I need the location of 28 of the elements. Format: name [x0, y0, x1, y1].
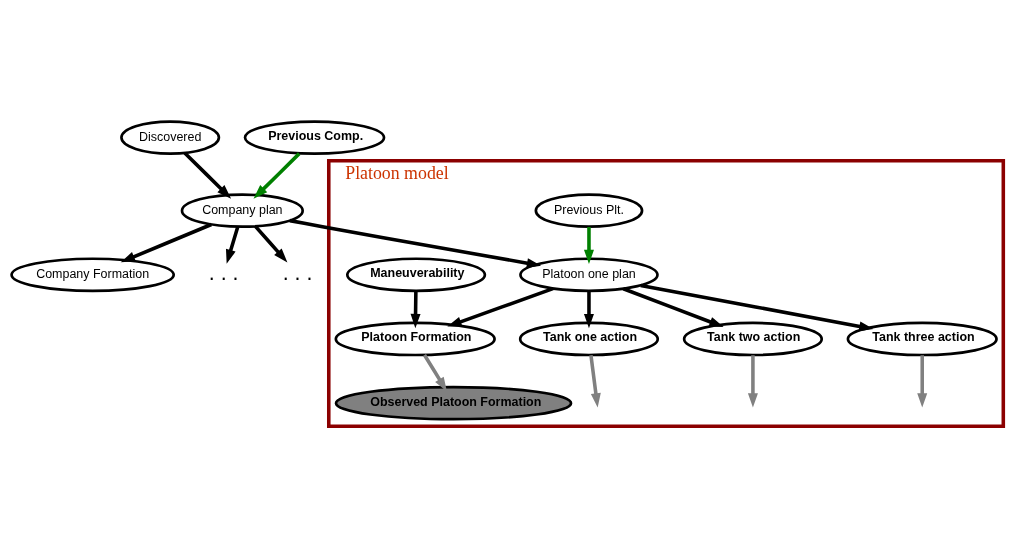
arrow	[225, 226, 240, 264]
arrow	[183, 151, 232, 199]
arrow	[640, 283, 874, 332]
arrow	[410, 291, 421, 329]
arrow	[253, 152, 301, 199]
arrow	[622, 287, 724, 327]
arrow	[447, 286, 554, 327]
node-ellipse: Previous Comp.	[243, 120, 386, 155]
node-text: . . .	[282, 261, 313, 286]
node-ellipse: Previous Plt.	[534, 193, 644, 229]
node-ellipse: Observed Platoon Formation	[334, 385, 573, 421]
arrow	[583, 227, 594, 265]
arrow	[289, 218, 542, 269]
node-ellipse: Company Formation	[10, 257, 176, 293]
arrow	[583, 291, 594, 329]
arrow	[589, 355, 601, 408]
node-text: . . .	[208, 261, 239, 286]
arrow	[120, 222, 212, 263]
arrow	[917, 355, 928, 408]
node-ellipse: Company plan	[180, 193, 304, 229]
node-ellipse: Tank one action	[518, 321, 660, 357]
arrow	[422, 354, 447, 392]
arrow	[254, 225, 288, 263]
node-ellipse: Maneuverability	[346, 257, 487, 293]
node-ellipse: Discovered	[120, 120, 221, 155]
node-ellipse: Platoon Formation	[334, 321, 496, 357]
arrow	[747, 355, 758, 408]
node-ellipse: Tank two action	[682, 321, 824, 357]
